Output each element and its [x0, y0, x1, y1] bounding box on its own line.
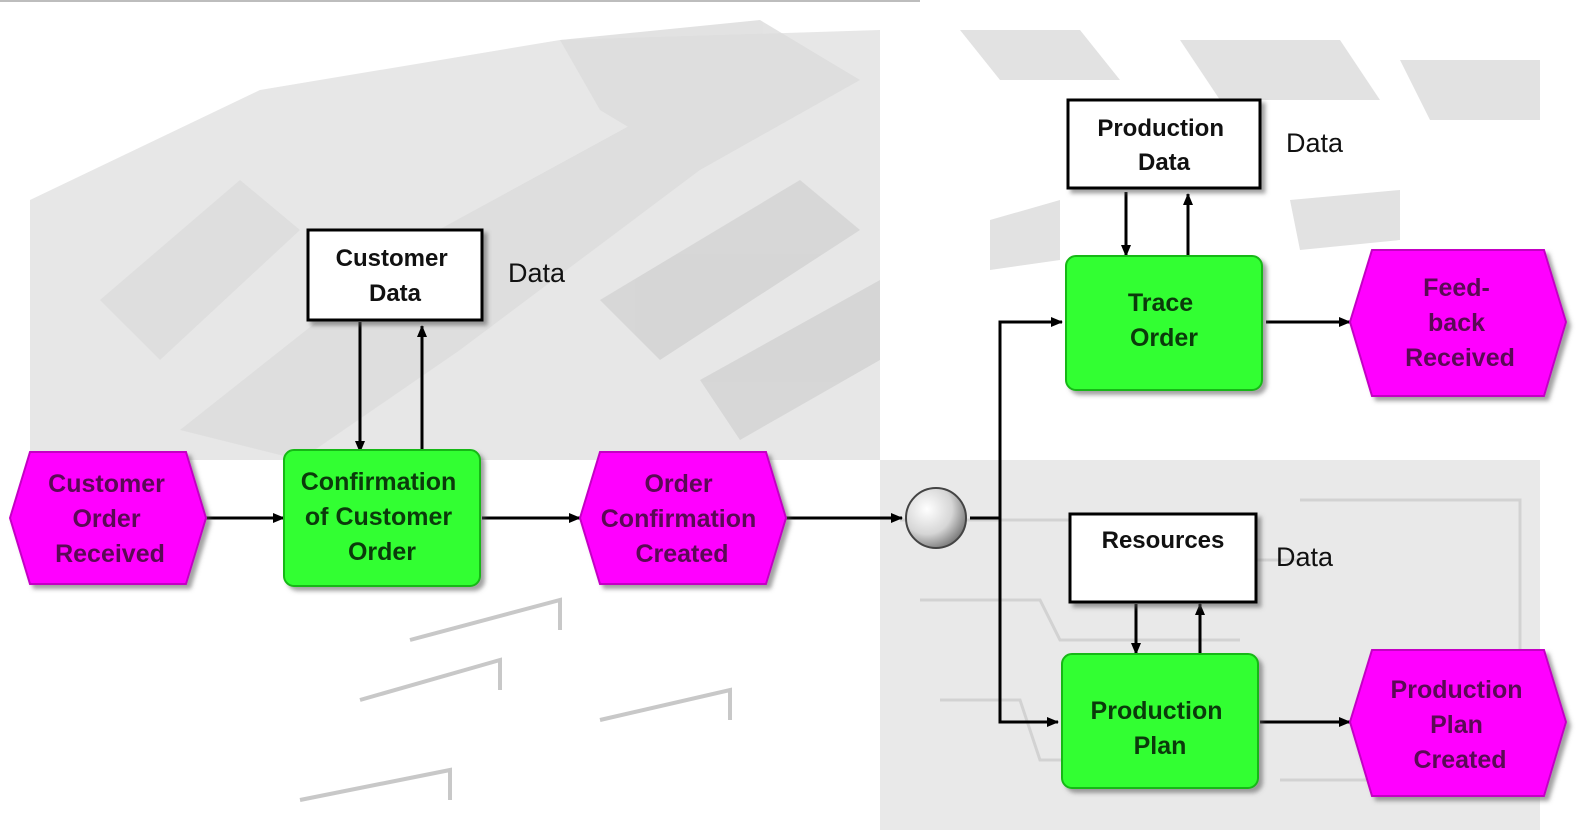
side-label-customer-data: Data — [508, 258, 566, 288]
event-label: Feed- back Received — [1405, 274, 1515, 372]
operator-connector — [905, 487, 967, 549]
function-shape — [283, 449, 481, 587]
event-order-confirmation-created: Order Confirmation Created — [578, 451, 788, 585]
data-box — [1068, 512, 1258, 604]
data-box-label: Customer Data — [336, 245, 455, 307]
event-label: Customer Order Received — [48, 470, 172, 568]
event-production-plan-created: Production Plan Created — [1348, 649, 1568, 797]
edge-operator-to-trace — [970, 317, 1063, 520]
event-shape — [8, 451, 208, 585]
data-box — [306, 228, 484, 322]
function-shape — [1061, 653, 1259, 789]
function-label: Trace Order — [1128, 289, 1200, 352]
function-label: Production Plan — [1091, 697, 1230, 760]
data-box-label: Production Data — [1097, 115, 1230, 176]
data-object-customer-data: Customer Data — [306, 228, 484, 322]
data-box-label: Resources — [1102, 527, 1225, 554]
event-feedback-received: Feed- back Received — [1348, 249, 1568, 397]
data-box — [1066, 98, 1262, 190]
event-shape — [578, 451, 788, 585]
side-label-resources: Data — [1276, 542, 1334, 572]
data-object-production-data: Production Data — [1066, 98, 1262, 190]
event-label: Order Confirmation Created — [601, 470, 764, 568]
edge-operator-to-production-plan — [998, 518, 1059, 727]
side-label-production-data: Data — [1286, 128, 1344, 158]
function-production-plan: Production Plan — [1061, 653, 1259, 789]
function-confirmation-of-customer-order: Confirmation of Customer Order — [283, 449, 481, 587]
function-trace-order: Trace Order — [1065, 255, 1263, 391]
function-shape — [1065, 255, 1263, 391]
connectors — [206, 192, 1351, 727]
event-shape — [1348, 649, 1568, 797]
event-shape — [1348, 249, 1568, 397]
event-customer-order-received: Customer Order Received — [8, 451, 208, 585]
function-label: Confirmation of Customer Order — [301, 468, 464, 566]
data-object-resources: Resources — [1068, 512, 1258, 604]
event-label: Production Plan Created — [1391, 676, 1530, 774]
